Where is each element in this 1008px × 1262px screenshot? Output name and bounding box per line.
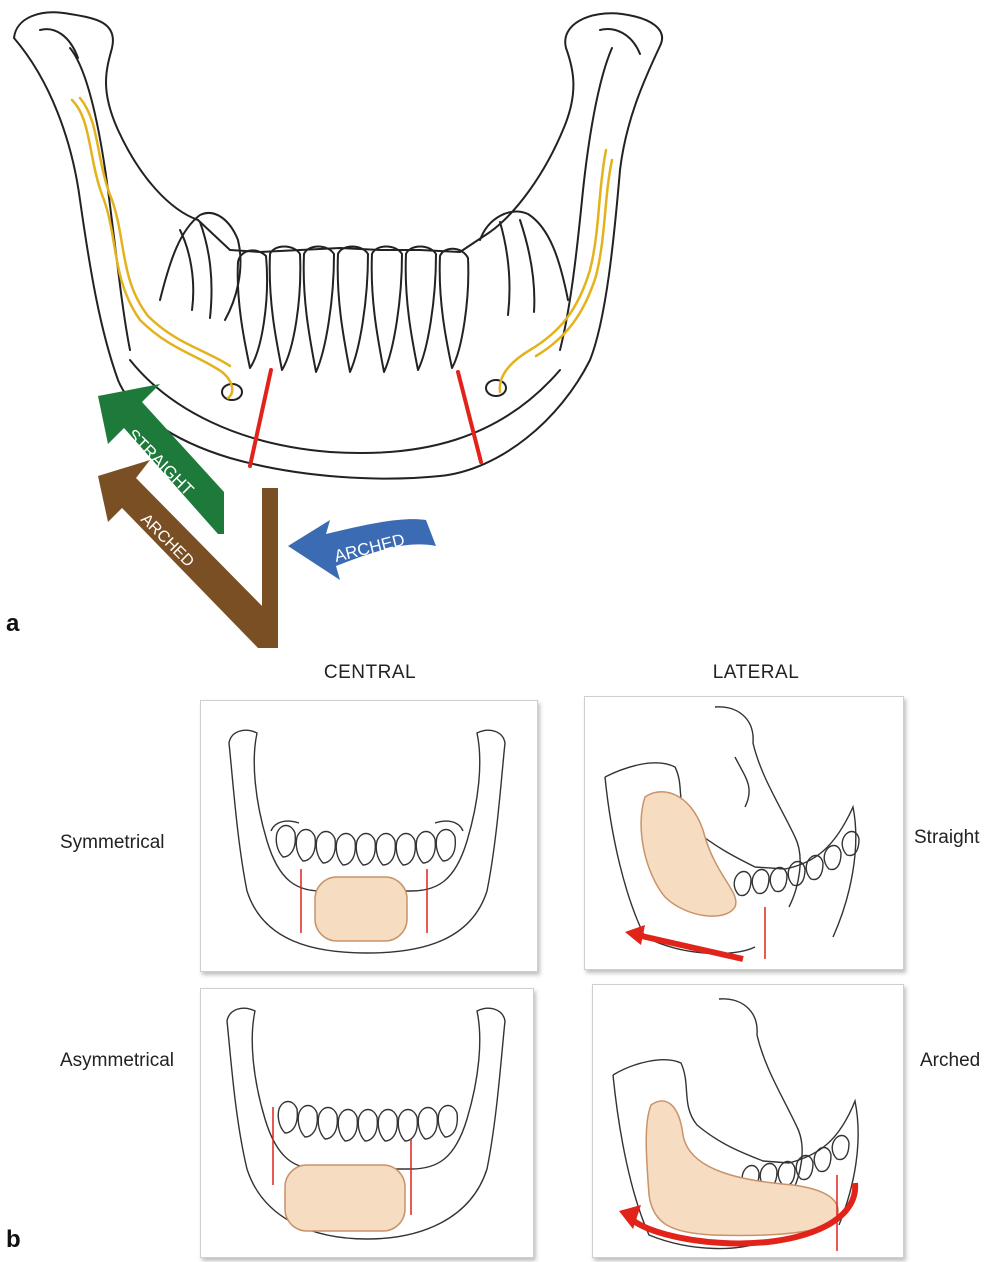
tooth	[238, 250, 267, 368]
tooth	[406, 247, 436, 371]
graft-block	[646, 1101, 838, 1236]
osteotomy-line-left	[250, 370, 271, 466]
tooth	[372, 247, 402, 373]
row-label-asymmetrical: Asymmetrical	[60, 1050, 174, 1072]
column-header-central: CENTRAL	[270, 662, 470, 684]
column-header-lateral: LATERAL	[656, 662, 856, 684]
tooth-row	[276, 826, 455, 866]
thumb-central-asymmetrical	[200, 988, 534, 1258]
thumb-lateral-arched	[592, 984, 904, 1258]
nerve-right	[500, 150, 606, 392]
graft-block	[285, 1165, 405, 1231]
tooth	[338, 247, 368, 373]
row-label-symmetrical: Symmetrical	[60, 832, 165, 854]
mandible-main-illustration: STRAIGHT ARCHED ARCHED	[0, 0, 680, 660]
panel-b-letter: b	[6, 1226, 21, 1254]
thumb-lateral-straight	[584, 696, 904, 970]
thumb-central-symmetrical	[200, 700, 538, 972]
panel-a-letter: a	[6, 610, 19, 638]
tooth	[270, 247, 301, 371]
osteotomy-line-right	[458, 372, 481, 462]
tooth	[304, 247, 334, 373]
tooth	[440, 249, 469, 368]
tooth-row	[278, 1102, 457, 1142]
graft-block	[641, 792, 736, 916]
arched-curve-arrow: ARCHED	[288, 519, 436, 580]
row-label-arched: Arched	[920, 1050, 980, 1072]
graft-block	[315, 877, 407, 941]
straight-direction-arrow	[625, 925, 743, 959]
row-label-straight: Straight	[914, 827, 979, 849]
